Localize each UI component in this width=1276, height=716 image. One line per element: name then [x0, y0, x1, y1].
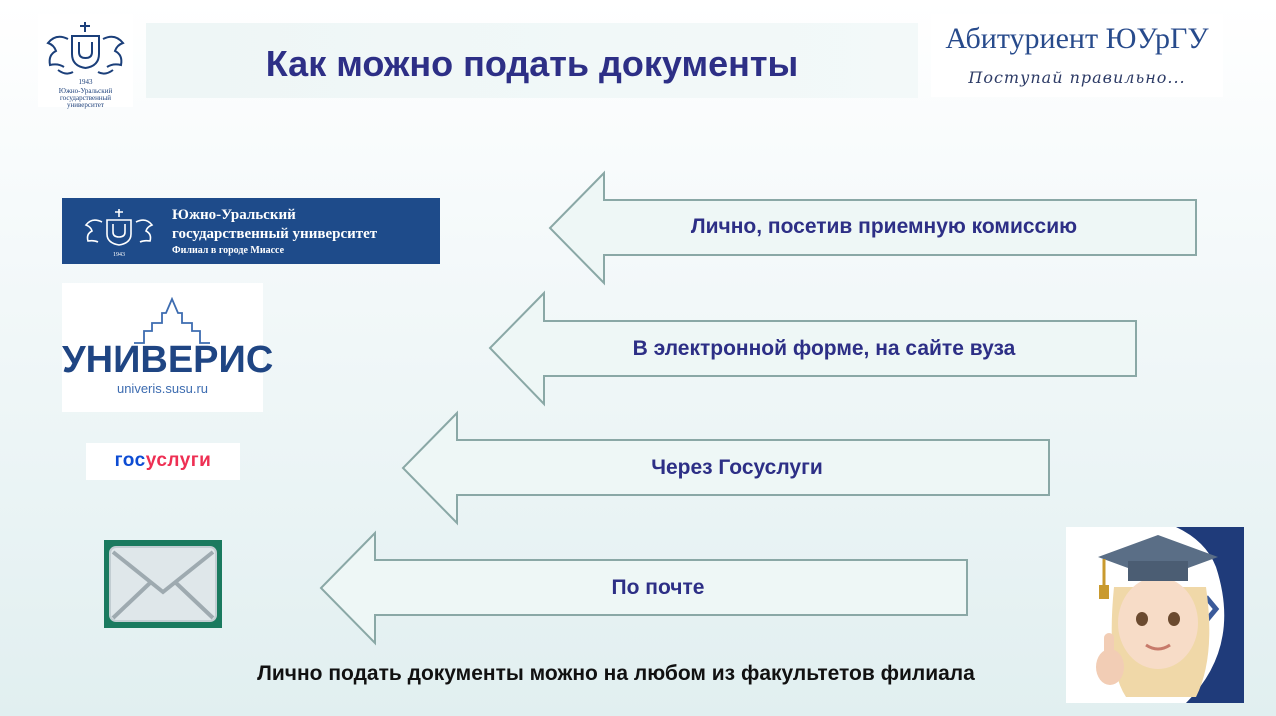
- gosuslugi-logo: госуслуги: [86, 443, 240, 480]
- building-silhouette-icon: [134, 297, 210, 344]
- mail-tile: [104, 540, 222, 628]
- griffin-emblem-icon: 1943: [46, 22, 125, 86]
- arrow-2: [488, 290, 1137, 407]
- footer-note: Лично подать документы можно на любом из…: [257, 662, 975, 685]
- title-banner: Как можно подать документы: [146, 23, 918, 98]
- susu-banner-line-3: Филиал в городе Миассе: [172, 245, 285, 256]
- svg-text:1943: 1943: [113, 252, 125, 258]
- brand-name: Абитуриент ЮУрГУ: [945, 22, 1209, 55]
- brand-slogan: Поступай правильно...: [968, 68, 1186, 87]
- university-logo: 1943 Южно-Уральский государственный унив…: [38, 14, 133, 109]
- arrow-1: [548, 170, 1197, 286]
- susu-branch-banner: 1943 Южно-Уральский государственный унив…: [62, 198, 440, 264]
- method-label-online: В электронной форме, на сайте вуза: [632, 337, 1016, 360]
- page-title: Как можно подать документы: [265, 43, 799, 84]
- univeris-logo: Универис univeris.susu.ru: [62, 283, 274, 412]
- susu-banner-line-1: Южно-Уральский: [172, 207, 296, 223]
- univeris-url: univeris.susu.ru: [116, 381, 209, 396]
- envelope-icon: [109, 546, 217, 622]
- arrow-4: [319, 530, 968, 646]
- method-label-mail: По почте: [611, 576, 705, 599]
- gosuslugi-wordmark: госуслуги: [114, 450, 212, 471]
- student-avatar: [1066, 527, 1244, 703]
- method-label-gosuslugi: Через Госуслуги: [651, 456, 823, 479]
- university-logo-caption: Южно-Уральский государственный университ…: [58, 87, 113, 109]
- svg-text:1943: 1943: [79, 78, 94, 86]
- graduate-avatar-icon: [1096, 527, 1244, 703]
- brand-logo: Абитуриент ЮУрГУ Поступай правильно...: [931, 14, 1223, 97]
- arrow-3: [401, 410, 1050, 526]
- griffin-emblem-icon: 1943: [84, 209, 154, 258]
- susu-banner-line-2: государственный университет: [172, 226, 378, 242]
- method-label-in-person: Лично, посетив приемную комиссию: [690, 215, 1078, 238]
- univeris-name: Универис: [62, 339, 274, 381]
